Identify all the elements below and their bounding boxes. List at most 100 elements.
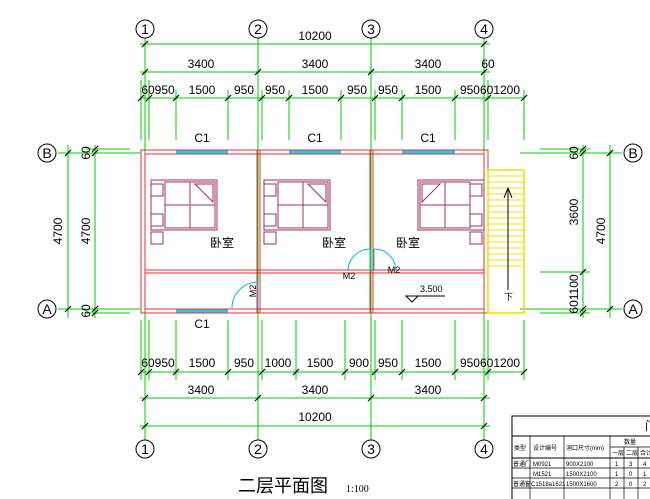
dim-bottom-d7: 950: [378, 356, 398, 370]
dim-bottom-bay-1: 3400: [188, 383, 215, 397]
table-row-2-size: 1500X2100: [566, 472, 597, 478]
dim-bottom-d4: 1000: [265, 356, 292, 370]
axis-label-b-left: B: [42, 145, 51, 161]
table-row-3-code: C1518a1621: [531, 482, 566, 488]
window-labels: C1 C1 C1 C1: [194, 131, 436, 331]
bottom-dimension-ticks: [137, 368, 528, 430]
table-row-2-total: 1: [643, 472, 647, 478]
axis-label-3-top: 3: [367, 21, 375, 37]
axis-label-a-right: A: [628, 301, 638, 317]
right-dimension-lines: [540, 145, 611, 318]
table-row-1-total: 4: [643, 462, 647, 468]
bed-furniture: [150, 179, 485, 245]
table-sub-3: 合计: [640, 449, 650, 457]
axis-label-1-top: 1: [141, 21, 149, 37]
table-row-3-total: 2: [643, 482, 647, 488]
door-window-table: 门 类型 设计编号 洞口尺寸(mm) 数量 一层 二层 合计 普通门 M0921…: [511, 415, 650, 499]
walls: [140, 149, 489, 314]
table-row-1-n1: 1: [615, 462, 619, 468]
top-dimension-texts: 10200 3400 3400 3400 60 60950 1500 950 9…: [141, 29, 520, 97]
axis-lines: [58, 38, 622, 440]
dim-top-bay-4: 60: [481, 57, 495, 71]
axis-label-1-bottom: 1: [141, 441, 149, 457]
window-label-1: C1: [194, 131, 210, 145]
right-dimension-ticks: [579, 145, 614, 317]
door-label-1: M2: [248, 285, 258, 298]
table-row-3-n1: 2: [615, 482, 619, 488]
dim-top-d5: 1500: [302, 83, 329, 97]
dim-top-d4: 950: [265, 83, 285, 97]
dim-top-total: 10200: [298, 29, 332, 43]
door-labels: M2 M2 M2: [248, 265, 400, 297]
dim-top-bay-1: 3400: [188, 57, 215, 71]
axis-label-a-left: A: [42, 301, 52, 317]
dim-left-bottom-small: 60: [79, 304, 93, 318]
left-dimension-texts: 4700 4700 60 60: [51, 146, 93, 318]
dim-bottom-d9: 950601200: [460, 356, 520, 370]
right-dimension-texts: 60 3600 601100 4700: [567, 146, 608, 314]
dim-bottom-d8: 1500: [415, 356, 442, 370]
dim-left-top-small: 60: [79, 146, 93, 160]
room-label-3: 卧室: [396, 235, 420, 250]
stair: 下: [487, 169, 525, 314]
window-label-2: C1: [307, 131, 323, 145]
dim-top-d7: 950: [378, 83, 398, 97]
dim-bottom-d1: 60950: [141, 356, 175, 370]
drawing-title: 二层平面图 1:100: [238, 476, 369, 496]
table-row-2-n2: 0: [629, 472, 633, 478]
door-label-3: M2: [388, 265, 401, 275]
stair-label: 下: [504, 292, 513, 302]
dim-right-outer: 4700: [594, 217, 608, 244]
table-row-2-code: M1521: [533, 472, 552, 478]
table-row-2-n1: 1: [615, 472, 619, 478]
table-row-1-n2: 3: [629, 462, 633, 468]
table-row-3-n2: 0: [629, 482, 633, 488]
dim-bottom-total: 10200: [298, 410, 332, 424]
dim-bottom-d6: 900: [349, 356, 369, 370]
window-label-4: C1: [194, 317, 210, 331]
table-row-1-code: M0921: [533, 462, 552, 468]
dim-bottom-bay-3: 3400: [415, 383, 442, 397]
table-col-size: 洞口尺寸(mm): [566, 444, 604, 452]
room-label-2: 卧室: [322, 235, 346, 250]
dim-top-d6: 950: [347, 83, 367, 97]
dim-right-inner-bottom: 601100: [567, 274, 581, 313]
table-col-type: 类型: [514, 444, 526, 452]
drawing-title-text: 二层平面图: [238, 476, 328, 496]
dim-left-outer: 4700: [51, 217, 65, 244]
table-col-count: 数量: [624, 438, 636, 446]
elevation-label: 3.500: [420, 284, 443, 294]
dim-top-d9: 950601200: [460, 83, 520, 97]
dim-bottom-d3: 950: [234, 356, 254, 370]
axis-label-4-top: 4: [480, 21, 488, 37]
door-label-2: M2: [343, 271, 356, 281]
windows: [176, 150, 455, 313]
axis-label-4-bottom: 4: [480, 441, 488, 457]
room-labels: 卧室 卧室 卧室: [210, 235, 420, 250]
table-sub-2: 二层: [626, 450, 638, 457]
dim-left-inner: 4700: [79, 217, 93, 244]
axis-label-3-bottom: 3: [367, 441, 375, 457]
dim-bottom-bay-2: 3400: [302, 383, 329, 397]
axis-label-b-right: B: [628, 145, 637, 161]
elevation-mark: 3.500: [404, 284, 445, 303]
dim-right-top-small: 60: [567, 146, 581, 160]
bottom-dimension-texts: 60950 1500 950 1000 1500 900 950 1500 95…: [141, 356, 520, 424]
door-swings: [231, 248, 397, 309]
left-dimension-lines: [67, 145, 130, 318]
axis-labels: 1 2 3 4 1 2 3 4 B A B A: [42, 21, 638, 457]
top-dimension-ticks: [137, 40, 528, 102]
dim-right-inner-top: 3600: [567, 198, 581, 225]
room-label-1: 卧室: [210, 235, 234, 250]
drawing-scale-text: 1:100: [346, 484, 369, 495]
table-row-1-size: 900X2100: [566, 462, 594, 468]
dim-top-bay-3: 3400: [415, 57, 442, 71]
window-label-3: C1: [420, 131, 436, 145]
axis-label-2-bottom: 2: [254, 441, 262, 457]
table-row-3-type: 普通窗: [513, 480, 531, 488]
table-col-code: 设计编号: [533, 444, 557, 452]
table-sub-1: 一层: [612, 450, 624, 457]
dim-bottom-d2: 1500: [189, 356, 216, 370]
dim-top-d8: 1500: [415, 83, 442, 97]
